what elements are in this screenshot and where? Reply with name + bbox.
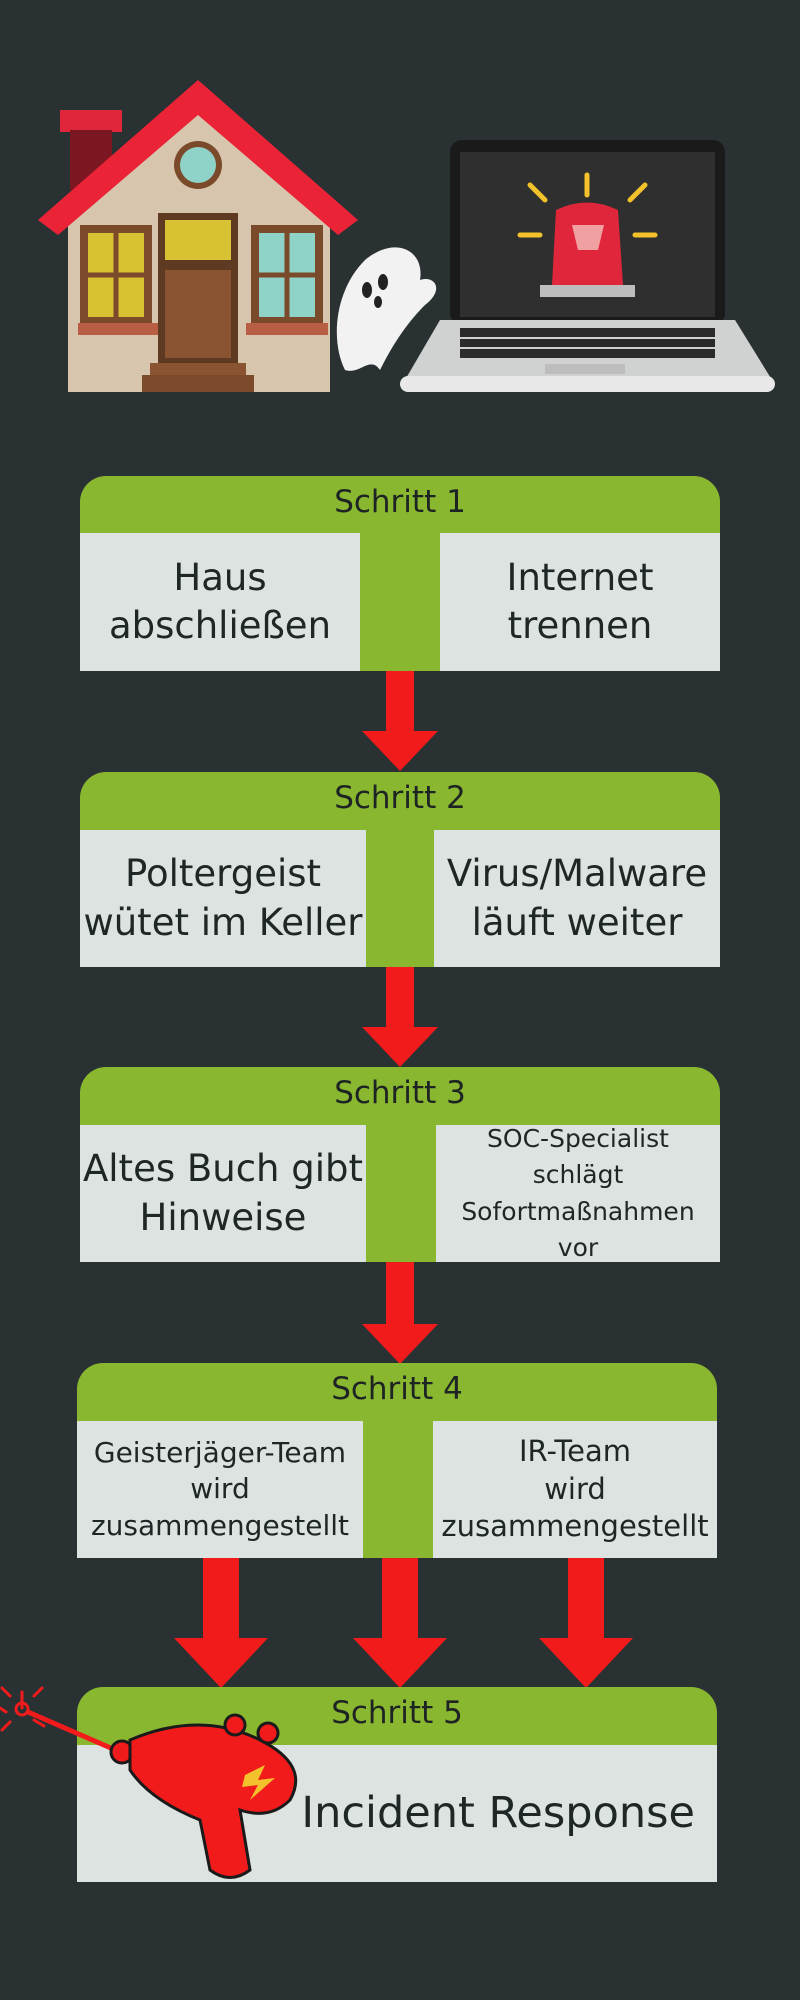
arrow-3 (360, 1262, 440, 1364)
step-4-title: Schritt 4 (331, 1371, 463, 1407)
laptop-alarm-icon (400, 140, 775, 395)
step-4: Schritt 4 Geisterjäger-Team wird zusamme… (77, 1363, 717, 1558)
arrow-2 (360, 967, 440, 1067)
step-3: Schritt 3 Altes Buch gibt Hinweise SOC-S… (80, 1067, 720, 1262)
step-3-left-box: Altes Buch gibt Hinweise (80, 1125, 366, 1262)
arrow-4-right (537, 1558, 635, 1688)
arrow-4-center (351, 1558, 449, 1688)
ghost-icon (325, 230, 450, 380)
step-3-right-box: SOC-Specialist schlägt Sofortmaßnahmen v… (436, 1124, 720, 1262)
step-2-title: Schritt 2 (334, 780, 466, 816)
house-icon (38, 75, 363, 395)
step-1-left-box: Haus abschließen (80, 533, 360, 671)
step-2: Schritt 2 Poltergeist wütet im Keller Vi… (80, 772, 720, 967)
step-4-left-box: Geisterjäger-Team wird zusammengestellt (77, 1421, 363, 1558)
step-1-right-box: Internet trennen (440, 533, 720, 671)
step-1: Schritt 1 Haus abschließen Internet tren… (80, 476, 720, 671)
step-2-right-box: Virus/Malware läuft weiter (434, 830, 720, 967)
ray-gun-icon (0, 1670, 310, 1890)
step-5: Schritt 5 Incident Response (77, 1687, 717, 1882)
step-5-title: Schritt 5 (331, 1695, 463, 1731)
arrow-1 (360, 671, 440, 771)
arrow-4-left (172, 1558, 270, 1688)
step-2-left-box: Poltergeist wütet im Keller (80, 830, 366, 967)
step-4-right-box: IR-Team wird zusammengestellt (433, 1421, 717, 1558)
step-3-title: Schritt 3 (334, 1075, 466, 1111)
step-1-title: Schritt 1 (334, 484, 466, 520)
